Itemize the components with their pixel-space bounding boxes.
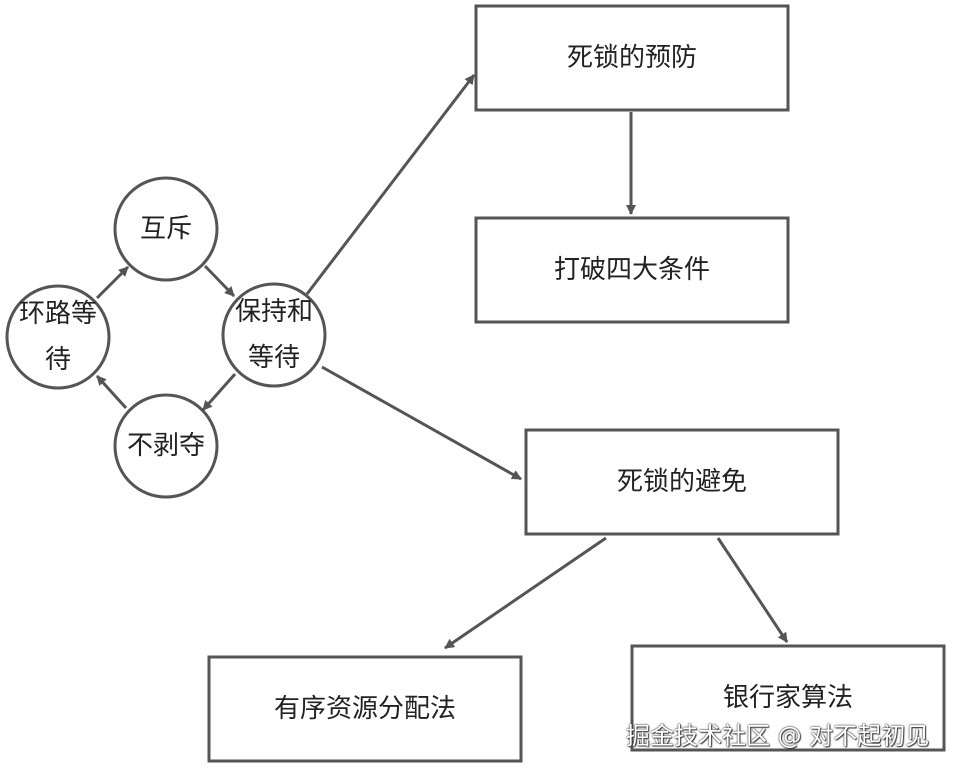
node-break-four: 打破四大条件 [474, 216, 790, 324]
watermark: 掘金技术社区 @ 对不起初见 [626, 722, 930, 750]
node-mutex: 互斥 [113, 176, 219, 282]
node-box [474, 216, 790, 324]
node-label: 打破四大条件 [554, 255, 710, 285]
node-label: 待 [45, 345, 71, 375]
node-label: 不剥夺 [127, 431, 205, 461]
node-avoidance: 死锁的避免 [524, 428, 840, 536]
node-circle [221, 282, 327, 388]
node-label: 等待 [248, 343, 300, 373]
edge-mutex-to-hold_wait [203, 264, 236, 298]
node-label: 互斥 [140, 214, 192, 244]
node-box [524, 428, 840, 536]
node-prevention: 死锁的预防 [474, 4, 790, 112]
node-ordered-alloc: 有序资源分配法 [207, 655, 523, 763]
node-circle [5, 284, 111, 390]
edge-hold_wait-to-no_preempt [201, 373, 237, 411]
node-label: 死锁的预防 [567, 43, 697, 73]
node-banker: 银行家算法 [630, 644, 946, 752]
edge-avoidance-to-banker [716, 537, 789, 643]
node-no-preempt: 不剥夺 [113, 393, 219, 499]
node-circle [113, 393, 219, 499]
node-box [630, 644, 946, 752]
node-box [474, 4, 790, 112]
node-box [207, 655, 523, 763]
edge-hold_wait-to-prevention [305, 74, 476, 295]
node-circle [113, 176, 219, 282]
edge-circular_wait-to-mutex [95, 265, 130, 300]
node-label: 保持和 [235, 297, 313, 327]
edge-hold_wait-to-avoidance [321, 365, 522, 481]
edge-no_preempt-to-circular_wait [95, 374, 128, 410]
node-label: 环路等 [19, 299, 97, 329]
node-label: 有序资源分配法 [274, 694, 456, 724]
node-label: 死锁的避免 [617, 467, 747, 497]
edge-avoidance-to-ordered_alloc [444, 536, 607, 650]
node-label: 银行家算法 [723, 683, 853, 713]
